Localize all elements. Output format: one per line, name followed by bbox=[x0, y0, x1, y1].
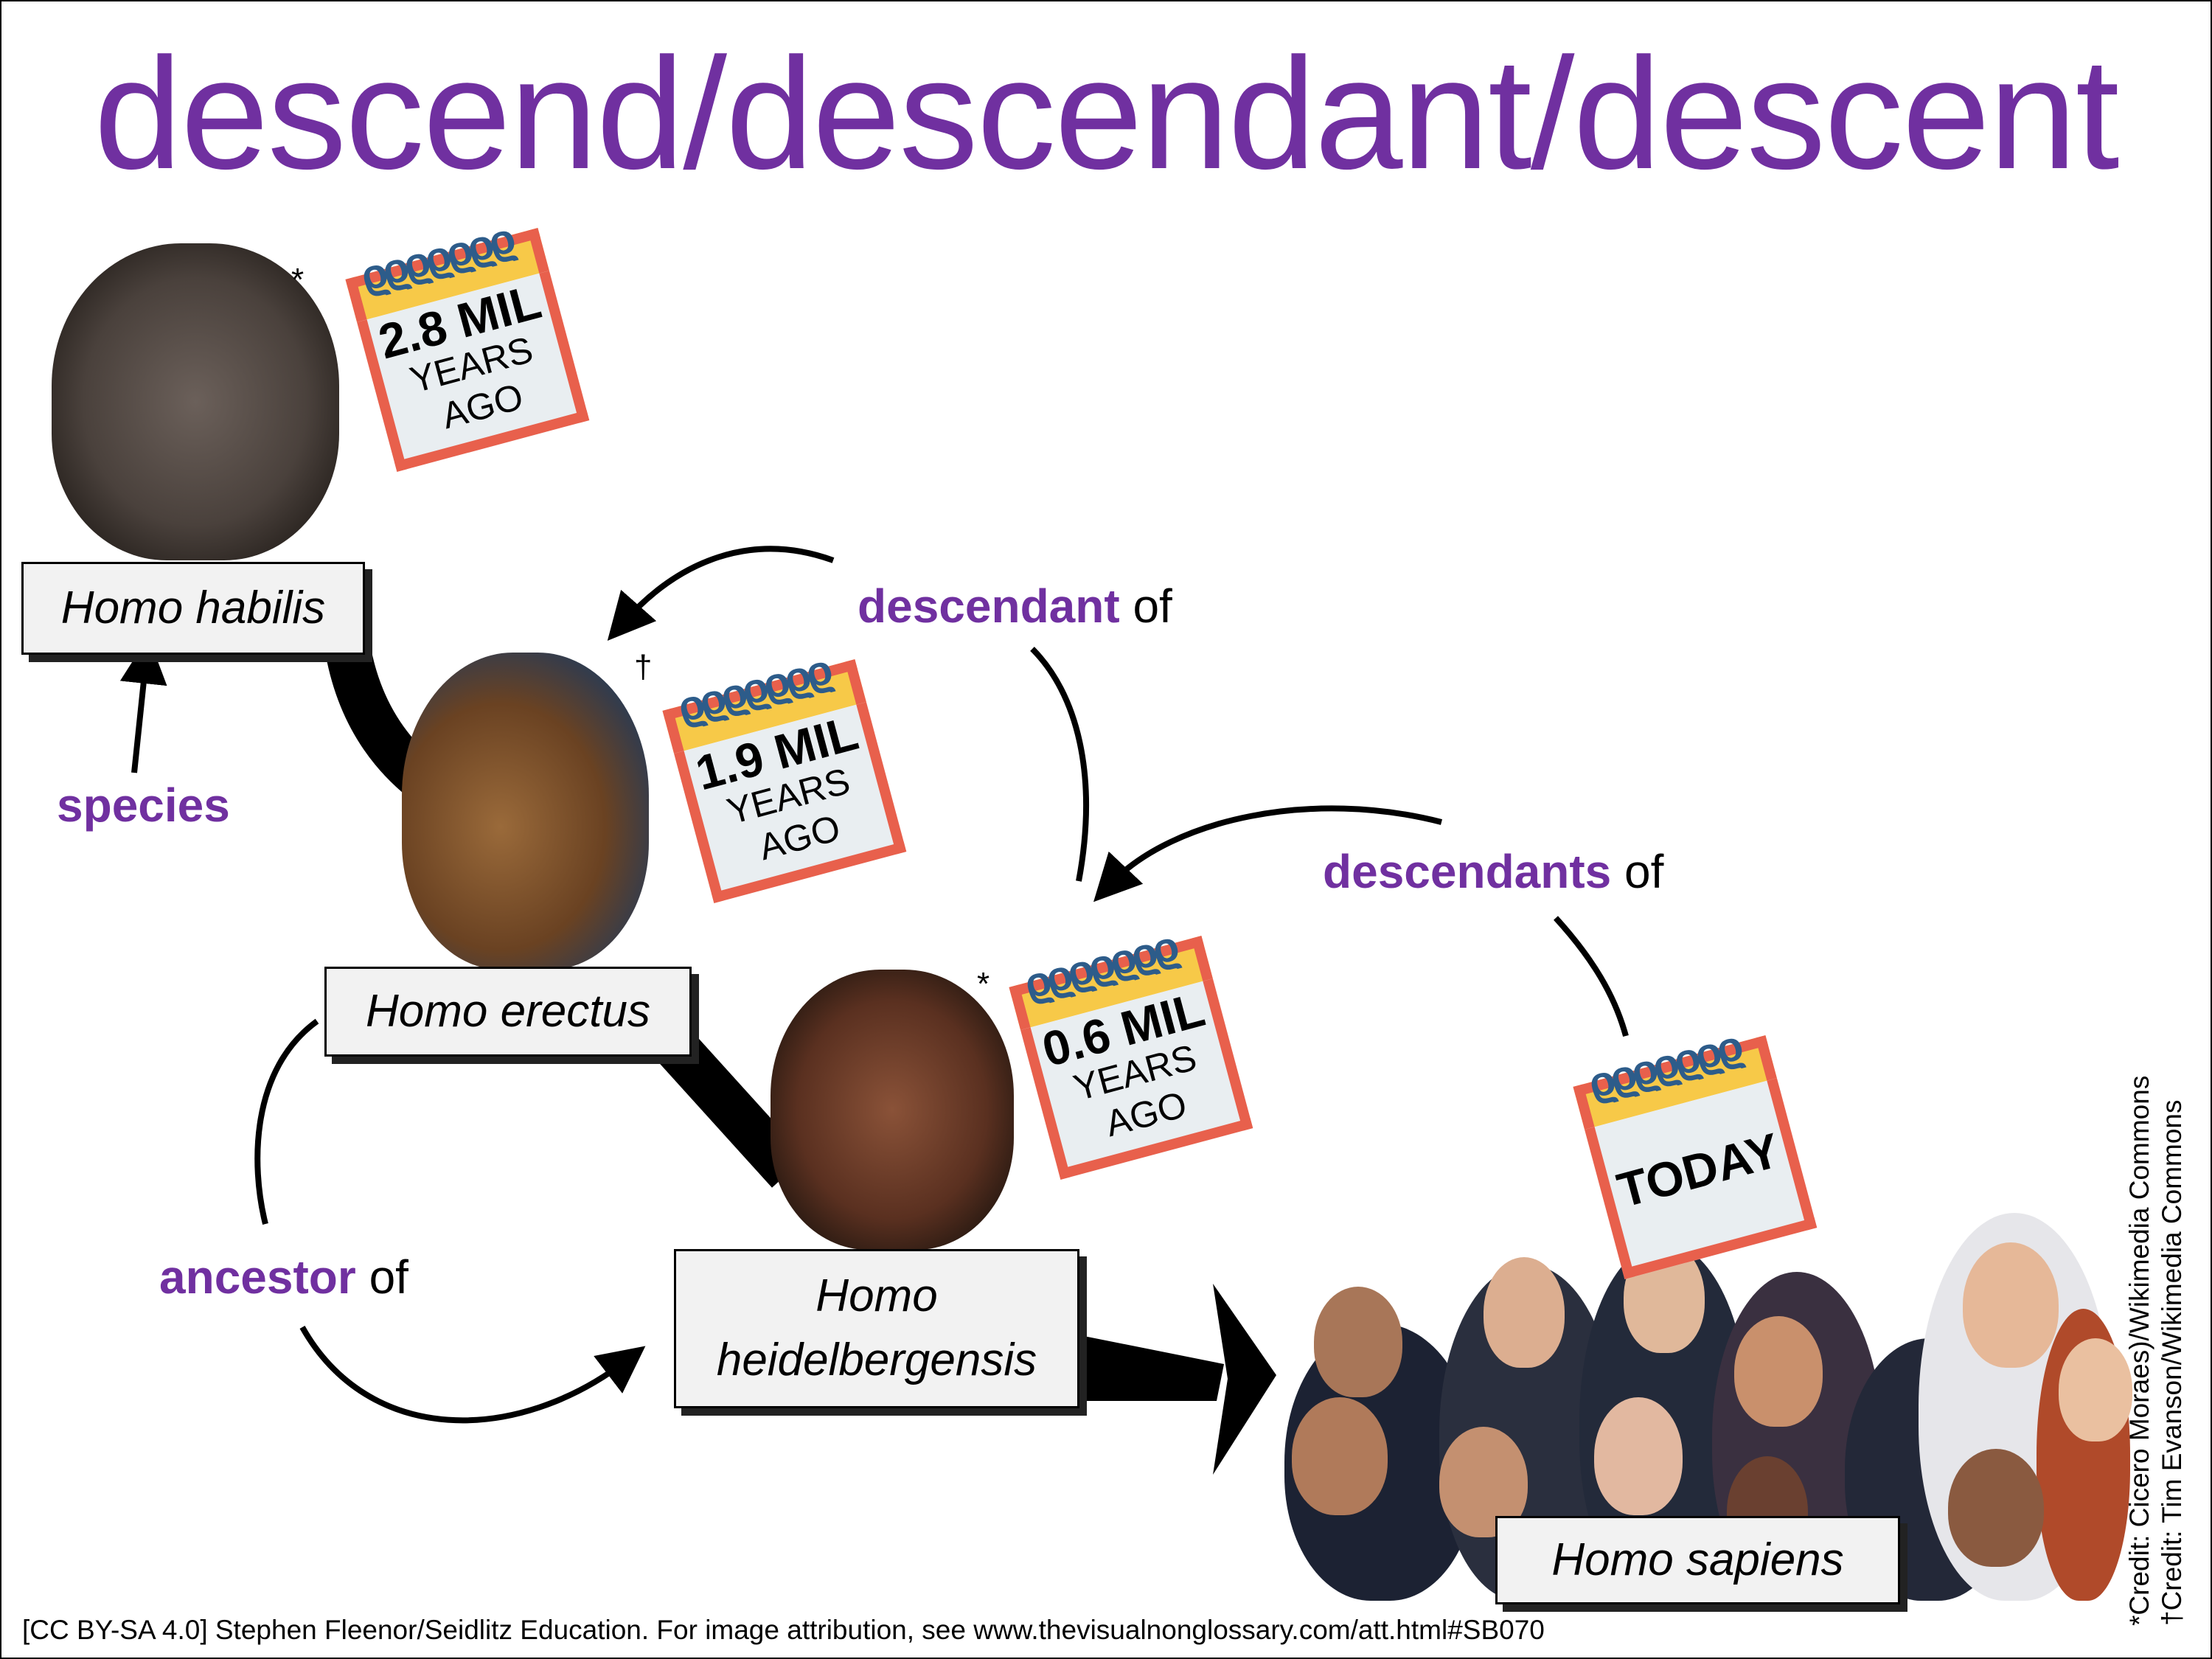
label-text: Homo erectus bbox=[366, 985, 650, 1037]
label-text: heidelbergensis bbox=[716, 1335, 1037, 1385]
heidelbergensis-to-sapiens-arrowhead bbox=[1213, 1284, 1276, 1475]
homo-heidelbergensis-image bbox=[771, 970, 1014, 1250]
descendant-of-arrow bbox=[1030, 647, 1089, 882]
credit-line: †Credit: Tim Evanson/Wikimedia Commons bbox=[2157, 1099, 2188, 1627]
species-label: species bbox=[57, 778, 230, 832]
label-text: Homo sapiens bbox=[1551, 1534, 1844, 1585]
dagger-credit-mark: † bbox=[634, 649, 653, 685]
page-title: descend/descendant/descent bbox=[94, 24, 2119, 202]
descendant-of-label: descendant of bbox=[858, 579, 1172, 633]
relation-term: ancestor bbox=[159, 1251, 356, 1304]
homo-sapiens-label: Homo sapiens bbox=[1495, 1516, 1900, 1604]
species-arrow bbox=[119, 636, 167, 773]
relation-of: of bbox=[1624, 845, 1664, 898]
footer-attribution: [CC BY-SA 4.0] Stephen Fleenor/Seidlitz … bbox=[22, 1615, 1545, 1645]
descendants-of-label: descendants of bbox=[1323, 844, 1663, 899]
homo-heidelbergensis-label: Homo heidelbergensis bbox=[674, 1249, 1079, 1408]
label-text: Homo bbox=[815, 1270, 938, 1322]
relation-term: descendants bbox=[1323, 845, 1612, 898]
relation-term: species bbox=[57, 779, 230, 832]
image-credits: *Credit: Cicero Moraes)/Wikimedia Common… bbox=[2124, 1076, 2189, 1626]
descendants-of-arrow-tail bbox=[1554, 916, 1629, 1037]
homo-erectus-image bbox=[402, 653, 649, 970]
homo-habilis-image bbox=[52, 243, 339, 560]
descendants-of-arrow bbox=[1093, 805, 1442, 902]
ancestor-of-arrow-tail bbox=[254, 1018, 319, 1225]
asterisk-credit-mark: * bbox=[291, 262, 305, 298]
heidelbergensis-to-sapiens-arrow bbox=[1077, 1335, 1224, 1401]
ancestor-of-label: ancestor of bbox=[159, 1250, 408, 1304]
relation-term: descendant bbox=[858, 580, 1120, 633]
label-text: Homo habilis bbox=[60, 582, 326, 633]
homo-habilis-label: Homo habilis bbox=[21, 562, 365, 655]
asterisk-credit-mark: * bbox=[977, 966, 990, 1002]
credit-line: *Credit: Cicero Moraes)/Wikimedia Common… bbox=[2124, 1075, 2154, 1626]
relation-of: of bbox=[1133, 580, 1172, 633]
homo-erectus-label: Homo erectus bbox=[324, 967, 692, 1057]
relation-of: of bbox=[369, 1251, 408, 1304]
descendant-of-arrow-head bbox=[607, 546, 835, 641]
ancestor-of-arrow bbox=[299, 1326, 646, 1424]
